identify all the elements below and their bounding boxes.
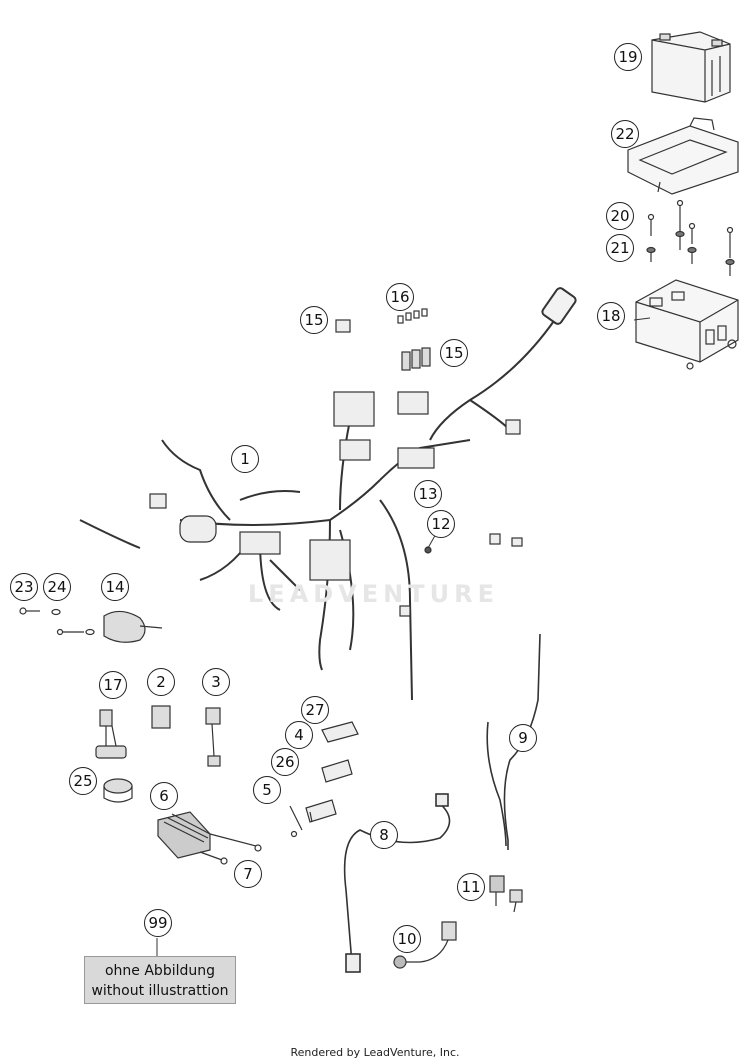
callout-8[interactable]: 8 (370, 821, 398, 849)
callout-3[interactable]: 3 (202, 668, 230, 696)
callout-6[interactable]: 6 (150, 782, 178, 810)
callout-13[interactable]: 13 (414, 480, 442, 508)
connector-17-part (95, 709, 127, 759)
callout-24[interactable]: 24 (43, 573, 71, 601)
callout-21[interactable]: 21 (606, 234, 634, 262)
note-line-english: without illustrattion (91, 983, 229, 999)
note-line-german: ohne Abbildung (104, 963, 216, 979)
fuse-box-part (635, 279, 739, 370)
regulator-part (157, 811, 262, 865)
callout-15a[interactable]: 15 (300, 306, 328, 334)
sensor-10-part (393, 921, 457, 969)
sensor-part (19, 607, 163, 643)
callout-19[interactable]: 19 (614, 43, 642, 71)
relays-part (401, 347, 431, 371)
callout-15b[interactable]: 15 (440, 339, 468, 367)
callout-22[interactable]: 22 (611, 120, 639, 148)
callout-5[interactable]: 5 (253, 776, 281, 804)
callout-1[interactable]: 1 (231, 445, 259, 473)
callout-2[interactable]: 2 (147, 668, 175, 696)
cable-8-part (343, 793, 451, 973)
relay-small-part (335, 319, 351, 333)
cable-9-part (486, 633, 541, 850)
watermark: LEADVENTURE (248, 580, 499, 608)
battery-cover-part (627, 117, 739, 195)
connector-2-part (151, 705, 171, 729)
callout-99[interactable]: 99 (144, 909, 172, 937)
callout-17[interactable]: 17 (99, 671, 127, 699)
callout-7[interactable]: 7 (234, 860, 262, 888)
callout-11[interactable]: 11 (457, 873, 485, 901)
callout-18[interactable]: 18 (597, 302, 625, 330)
harness-components-part (149, 391, 523, 617)
callout-16[interactable]: 16 (386, 283, 414, 311)
main-harness-part (79, 287, 577, 701)
screws-and-washers-part (646, 199, 735, 276)
connector-11-part (489, 875, 523, 913)
no-illustration-note: ohne Abbildung without illustrattion (84, 956, 236, 1004)
callout-23[interactable]: 23 (10, 573, 38, 601)
callout-4[interactable]: 4 (285, 721, 313, 749)
brackets-part (289, 721, 359, 838)
fuses-part (397, 308, 428, 324)
callout-9[interactable]: 9 (509, 724, 537, 752)
footer-credit: Rendered by LeadVenture, Inc. (290, 1046, 460, 1059)
connector-3-part (205, 707, 221, 767)
battery-part (651, 31, 731, 103)
callout-27[interactable]: 27 (301, 696, 329, 724)
callout-12[interactable]: 12 (427, 510, 455, 538)
callout-10[interactable]: 10 (393, 925, 421, 953)
callout-25[interactable]: 25 (69, 767, 97, 795)
callout-14[interactable]: 14 (101, 573, 129, 601)
holder-25-part (103, 778, 133, 803)
callout-20[interactable]: 20 (606, 202, 634, 230)
callout-26[interactable]: 26 (271, 748, 299, 776)
